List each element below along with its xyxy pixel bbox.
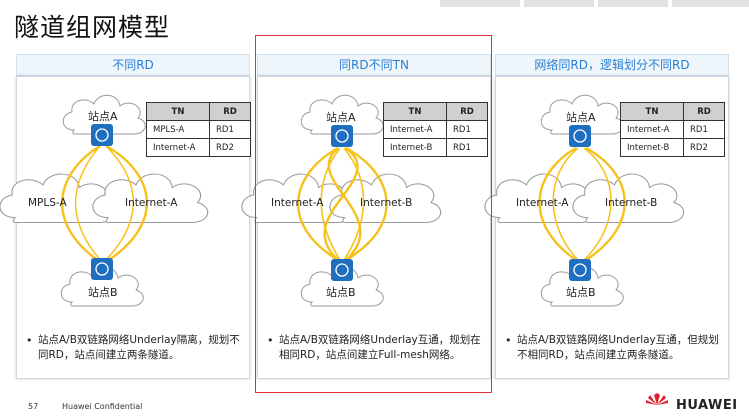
bullet-text: 站点A/B双链路网络Underlay互通，规划在相同RD，站点间建立Full-m… — [279, 334, 481, 361]
top-bar-segment — [672, 0, 749, 7]
panel-header-2: 同RD不同TN — [257, 54, 491, 76]
router-icon — [91, 258, 113, 280]
panel-header-3: 网络同RD，逻辑划分不同RD — [495, 54, 729, 76]
confidential-label: Huawei Confidential — [62, 402, 143, 411]
panel-1-diagram: 站点A 站点B MPLS-A Internet-A — [0, 94, 209, 307]
table-cell: Internet-A — [146, 138, 210, 157]
router-icon — [331, 259, 353, 281]
table-cell: MPLS-A — [146, 120, 210, 139]
panel-3-diagram: 站点A 站点B Internet-A Internet-B — [484, 94, 685, 307]
cloud-label-left: Internet-A — [516, 197, 569, 209]
table-cell: RD1 — [683, 120, 725, 139]
table-cell: RD1 — [209, 120, 251, 139]
cloud-label-right: Internet-B — [605, 197, 657, 209]
bullet-dot: • — [505, 334, 512, 347]
table-cell: RD1 — [446, 138, 488, 157]
router-icon — [91, 124, 113, 146]
table-cell: RD2 — [683, 138, 725, 157]
tunnels — [297, 146, 388, 262]
table-header: RD — [209, 102, 251, 121]
cloud-label-right: Internet-A — [125, 197, 178, 209]
table-header: RD — [683, 102, 725, 121]
bullet-3: • 站点A/B双链路网络Underlay互通，但规划不相同RD，站点间建立两条隧… — [505, 333, 722, 363]
table-cell: Internet-B — [383, 138, 447, 157]
table-header: TN — [146, 102, 210, 121]
site-b-label: 站点B — [566, 285, 596, 299]
bullet-text: 站点A/B双链路网络Underlay互通，但规划不相同RD，站点间建立两条隧道。 — [517, 334, 719, 361]
bullet-text: 站点A/B双链路网络Underlay隔离，规划不同RD，站点间建立两条隧道。 — [38, 334, 240, 361]
site-b-label: 站点B — [88, 285, 118, 299]
top-bar-segment — [598, 0, 668, 7]
table-header: TN — [620, 102, 684, 121]
cloud-label-right: Internet-B — [360, 197, 412, 209]
table-cell: Internet-A — [620, 120, 684, 139]
panel-header-1: 不同RD — [16, 54, 250, 76]
page-number: 57 — [28, 402, 39, 411]
top-bar-segment — [440, 0, 520, 7]
tunnels — [61, 144, 148, 264]
highlight-box — [255, 35, 492, 393]
router-icon — [569, 259, 591, 281]
table-cell: RD2 — [209, 138, 251, 157]
huawei-logo-icon — [646, 393, 668, 405]
router-icon — [331, 125, 353, 147]
bullet-dot: • — [267, 334, 274, 347]
site-a-label: 站点A — [88, 109, 118, 123]
panel-2-diagram: 站点A 站点B Internet-A Internet-B — [241, 94, 442, 307]
tunnels — [538, 146, 626, 262]
router-icon — [569, 125, 591, 147]
site-a-label: 站点A — [326, 110, 356, 124]
brand-wordmark: HUAWEI — [676, 398, 738, 413]
bullet-2: • 站点A/B双链路网络Underlay互通，规划在相同RD，站点间建立Full… — [267, 333, 484, 363]
table-cell: Internet-B — [620, 138, 684, 157]
bullet-dot: • — [26, 334, 33, 347]
page-title: 隧道组网模型 — [14, 13, 171, 42]
site-b-label: 站点B — [326, 285, 356, 299]
cloud-label-left: Internet-A — [271, 197, 324, 209]
top-bar-segment — [524, 0, 594, 7]
site-a-label: 站点A — [566, 110, 596, 124]
cloud-label-left: MPLS-A — [28, 197, 67, 209]
bullet-1: • 站点A/B双链路网络Underlay隔离，规划不同RD，站点间建立两条隧道。 — [26, 333, 243, 363]
